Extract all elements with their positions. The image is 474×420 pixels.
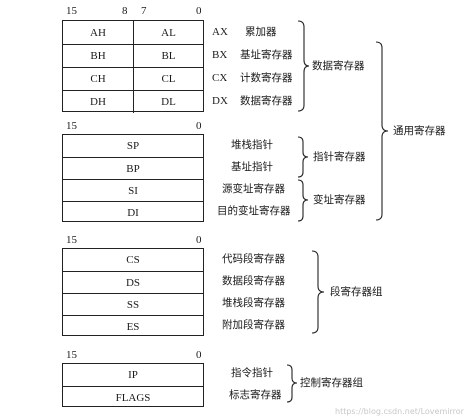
register-cell-ds: DS (125, 276, 141, 289)
bit-label-0: 0 (196, 349, 202, 361)
bit-label-15: 15 (66, 120, 77, 132)
register-desc-bx: 基址寄存器 (240, 49, 293, 61)
pointer-index-register-table: SP BP SI DI (62, 134, 204, 222)
register-cell-ss: SS (126, 298, 140, 311)
watermark: https://blog.csdn.net/Lovemirror (335, 407, 464, 416)
register-name-bx: BX (212, 49, 228, 61)
register-name-dx: DX (212, 95, 228, 107)
register-desc-ds: 数据段寄存器 (222, 275, 285, 287)
bit-label-7: 7 (141, 5, 147, 17)
group-label-pointer-registers: 指针寄存器 (313, 151, 366, 163)
register-desc-dx: 数据寄存器 (240, 95, 293, 107)
brace-pointer-registers (297, 136, 309, 178)
register-row-ss: SS (63, 293, 203, 315)
control-register-table: IP FLAGS (62, 363, 204, 407)
register-cell-dl: DL (161, 96, 176, 108)
group-label-general-registers: 通用寄存器 (393, 125, 446, 137)
group-label-segment-registers: 段寄存器组 (330, 286, 383, 298)
register-desc-cs: 代码段寄存器 (222, 253, 285, 265)
register-desc-flags: 标志寄存器 (229, 389, 282, 401)
brace-data-registers (297, 20, 310, 112)
register-desc-si: 源变址寄存器 (222, 183, 285, 195)
data-register-table: AH AL BH BL CH CL DH DL (62, 20, 204, 113)
bit-label-0: 0 (196, 234, 202, 246)
register-row-ip: IP (63, 364, 203, 386)
register-desc-ss: 堆栈段寄存器 (222, 297, 285, 309)
register-cell-bl: BL (161, 50, 176, 62)
register-row-ds: DS (63, 271, 203, 293)
register-desc-ax: 累加器 (245, 26, 277, 38)
group-label-index-registers: 变址寄存器 (313, 194, 366, 206)
register-row-bp: BP (63, 157, 203, 179)
register-cell-cl: CL (161, 73, 176, 85)
register-desc-bp: 基址指针 (231, 161, 273, 173)
register-row-es: ES (63, 315, 203, 337)
register-row-si: SI (63, 179, 203, 201)
bit-label-15: 15 (66, 5, 77, 17)
register-desc-cx: 计数寄存器 (240, 72, 293, 84)
register-cell-bp: BP (126, 162, 140, 175)
register-cell-ah: AH (90, 26, 106, 39)
group-label-data-registers: 数据寄存器 (312, 60, 365, 72)
bit-label-15: 15 (66, 349, 77, 361)
register-row-bx: BH BL (63, 44, 203, 67)
register-desc-sp: 堆栈指针 (231, 139, 273, 151)
register-row-flags: FLAGS (63, 386, 203, 408)
register-row-ax: AH AL (63, 21, 203, 44)
segment-register-table: CS DS SS ES (62, 248, 204, 336)
register-row-cs: CS (63, 249, 203, 271)
register-desc-ip: 指令指针 (231, 367, 273, 379)
register-cell-es: ES (126, 320, 140, 333)
register-desc-di: 目的变址寄存器 (217, 205, 291, 217)
bit-label-0: 0 (196, 120, 202, 132)
register-row-cx: CH CL (63, 67, 203, 90)
register-desc-es: 附加段寄存器 (222, 319, 285, 331)
brace-index-registers (297, 179, 309, 222)
register-cell-ch: CH (90, 73, 106, 85)
brace-control-registers (286, 364, 298, 403)
register-cell-cs: CS (126, 254, 140, 266)
register-cell-dh: DH (90, 96, 106, 108)
bit-label-0: 0 (196, 5, 202, 17)
register-name-cx: CX (212, 72, 228, 84)
register-cell-di: DI (127, 206, 139, 219)
register-row-sp: SP (63, 135, 203, 157)
register-cell-si: SI (128, 184, 138, 197)
brace-segment-registers (311, 250, 325, 334)
register-cell-sp: SP (126, 140, 140, 152)
register-row-di: DI (63, 201, 203, 223)
register-cell-al: AL (161, 26, 176, 39)
bit-label-15: 15 (66, 234, 77, 246)
register-row-dx: DH DL (63, 90, 203, 113)
brace-general-registers (375, 41, 389, 221)
register-cell-flags: FLAGS (115, 391, 151, 404)
group-label-control-registers: 控制寄存器组 (300, 377, 363, 389)
register-name-ax: AX (212, 26, 228, 38)
register-cell-bh: BH (90, 50, 106, 62)
register-cell-ip: IP (128, 369, 138, 381)
bit-label-8: 8 (122, 5, 128, 17)
